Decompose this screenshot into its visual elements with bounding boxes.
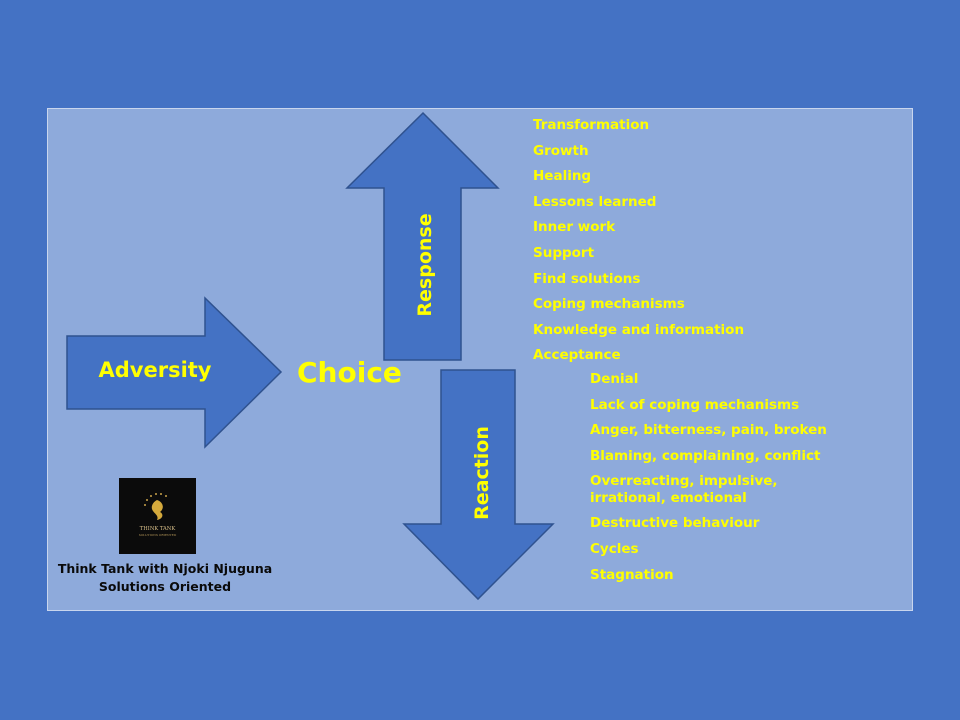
logo-emblem-icon: THINK TANK SOLUTIONS ORIENTED — [139, 493, 177, 537]
caption-line-2: Solutions Oriented — [98, 579, 232, 594]
response-item: Support — [533, 244, 595, 261]
response-list: Transformation Growth Healing Lessons le… — [533, 113, 833, 369]
caption-line-1: Think Tank with Njoki Njuguna — [57, 561, 273, 576]
response-item: Coping mechanisms — [533, 296, 685, 313]
reaction-item: Overreacting, impulsive, irrational, emo… — [590, 473, 778, 507]
reaction-item: Lack of coping mechanisms — [590, 396, 800, 413]
response-label: Response — [414, 213, 436, 317]
response-item: Transformation — [533, 117, 650, 133]
logo-title: THINK TANK — [140, 526, 176, 532]
reaction-item: Anger, bitterness, pain, broken — [590, 422, 827, 439]
reaction-item: Blaming, complaining, conflict — [590, 447, 821, 464]
response-item: Inner work — [533, 219, 616, 236]
reaction-item: Destructive behaviour — [590, 515, 760, 532]
choice-label: Choice — [297, 356, 402, 389]
logo-subtitle: SOLUTIONS ORIENTED — [139, 533, 177, 537]
reaction-label: Reaction — [471, 426, 493, 520]
reaction-item: Stagnation — [590, 566, 674, 583]
reaction-list: Denial Lack of coping mechanisms Anger, … — [590, 367, 850, 588]
response-item: Find solutions — [533, 270, 641, 287]
response-item: Acceptance — [533, 347, 621, 364]
adversity-arrow — [66, 296, 283, 449]
reaction-arrow — [402, 369, 555, 601]
adversity-label: Adversity — [98, 358, 212, 382]
response-item: Lessons learned — [533, 193, 657, 210]
caption: Think Tank with Njoki Njuguna Solutions … — [50, 560, 280, 596]
response-arrow — [345, 111, 500, 361]
response-item: Growth — [533, 142, 589, 159]
response-item: Healing — [533, 168, 592, 185]
think-tank-logo: THINK TANK SOLUTIONS ORIENTED — [119, 478, 196, 554]
response-item: Knowledge and information — [533, 321, 745, 338]
reaction-item: Denial — [590, 371, 639, 387]
reaction-item: Cycles — [590, 540, 639, 557]
